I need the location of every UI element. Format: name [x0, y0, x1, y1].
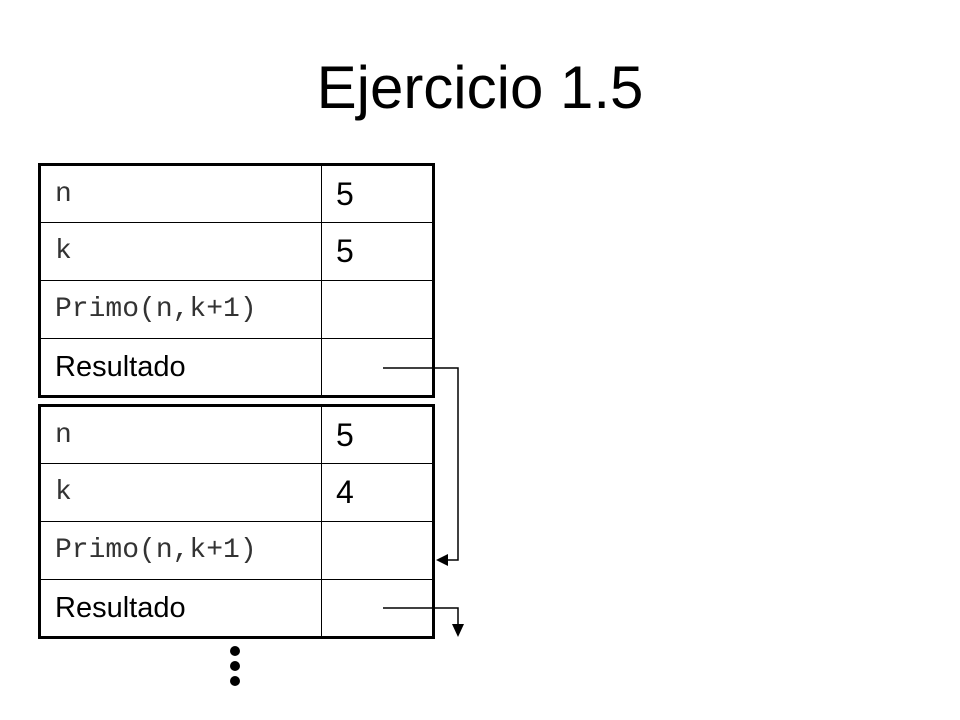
row-label: Resultado [39, 579, 322, 638]
continue-arrow-line [383, 607, 459, 626]
frame-row: k 4 [39, 463, 434, 522]
ellipsis-dot [230, 661, 240, 671]
return-arrow-line [383, 367, 459, 561]
row-label: Resultado [39, 338, 322, 397]
frame-row: Resultado [39, 579, 434, 638]
continue-arrowhead [452, 624, 464, 637]
row-value: 4 [321, 463, 434, 522]
frame-row: Primo(n,k+1) [39, 280, 434, 339]
ellipsis-dot [230, 676, 240, 686]
return-arrowhead [436, 554, 448, 566]
call-frame-1: n 5 k 5 Primo(n,k+1) Resultado [38, 163, 435, 398]
row-label: k [39, 463, 322, 522]
row-label: Primo(n,k+1) [39, 280, 322, 339]
row-value: 5 [321, 222, 434, 281]
row-value [321, 579, 434, 638]
frame-row: Primo(n,k+1) [39, 521, 434, 580]
ellipsis-dot [230, 646, 240, 656]
call-frame-2: n 5 k 4 Primo(n,k+1) Resultado [38, 404, 435, 639]
row-label: Primo(n,k+1) [39, 521, 322, 580]
row-value [321, 280, 434, 339]
frame-row: k 5 [39, 222, 434, 281]
frame-row: Resultado [39, 338, 434, 397]
frame-row: n 5 [39, 405, 434, 464]
slide-title: Ejercicio 1.5 [316, 54, 644, 121]
row-label: k [39, 222, 322, 281]
row-value [321, 521, 434, 580]
